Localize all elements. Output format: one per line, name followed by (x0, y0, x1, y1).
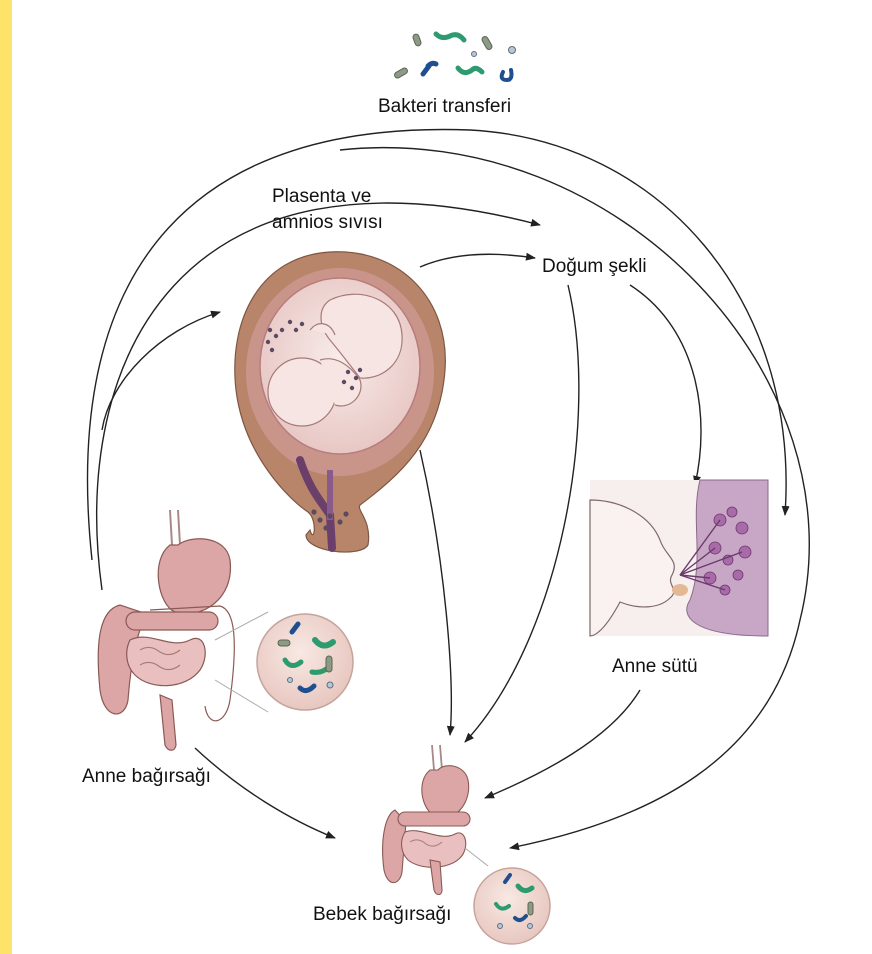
arrow-gut-to-placenta (102, 312, 220, 430)
placenta-label-line1: Plasenta ve (272, 186, 371, 208)
bacteria-transfer-label: Bakteri transferi (378, 96, 511, 118)
arrow-gut-to-infant-direct (195, 748, 335, 838)
digestive-tract-illustration (98, 510, 268, 750)
pregnant-uterus-illustration (235, 252, 446, 552)
mother-gut-label: Anne bağırsağı (82, 766, 211, 788)
arrow-birthmode-to-breast (630, 285, 701, 485)
breast-milk-label: Anne sütü (612, 656, 698, 678)
arrow-breast-to-infant (485, 690, 640, 798)
arrow-placenta-to-infant (420, 450, 451, 735)
mother-microbiota-magnifier-icon (257, 614, 353, 710)
infant-digestive-tract-illustration (383, 745, 488, 895)
breastfeeding-illustration (590, 480, 768, 636)
infant-gut-label: Bebek bağırsağı (313, 904, 451, 926)
birth-mode-label: Doğum şekli (542, 256, 647, 278)
infant-microbiota-magnifier-icon (474, 868, 550, 944)
placenta-label-line2: amnios sıvısı (272, 212, 383, 234)
arrow-placenta-to-birthmode (420, 254, 535, 267)
bacteria-cluster-icon (393, 33, 515, 80)
arrow-birthmode-to-infant (465, 285, 579, 742)
